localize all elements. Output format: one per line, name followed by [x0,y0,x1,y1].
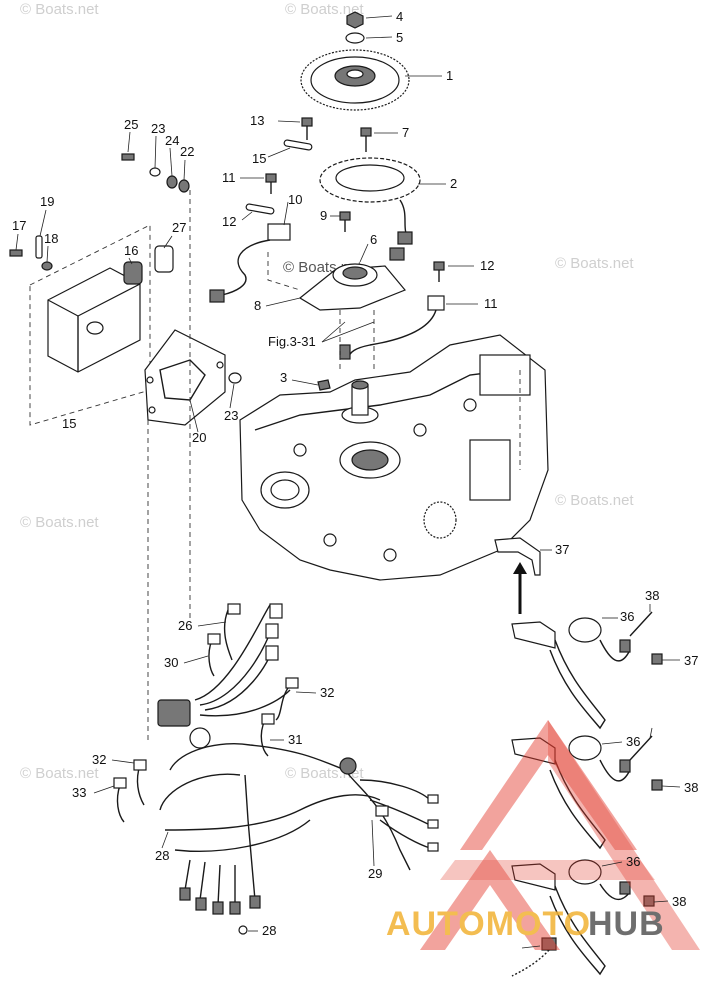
callout-label: 12 [480,258,494,273]
watermark: © Boats.net [20,765,99,782]
callout-label: 2 [450,176,457,191]
callout-label: 5 [396,30,403,45]
callout-label: 25 [124,117,138,132]
callout-label: 1 [446,68,453,83]
watermark: © Boats.net [555,492,634,509]
callout-label: 7 [402,125,409,140]
washer-part [41,261,53,271]
stator-part [319,157,421,261]
callout-label: 26 [178,618,192,633]
callout-label: 37 [684,653,698,668]
lead-wire-part [339,295,445,360]
washer-part [228,372,242,384]
watermark: © Boats.net [285,1,364,18]
base-plate-part [298,263,406,311]
callout-label: 33 [72,785,86,800]
figure-ref: Fig.3-31 [268,334,316,349]
key-part [317,379,331,391]
callout-label: 20 [192,430,206,445]
callout-label: 6 [370,232,377,247]
callout-label: 15 [252,151,266,166]
bolt-part [360,127,372,137]
callout-label: 12 [222,214,236,229]
nut-part [346,11,364,29]
callout-label: 32 [320,685,334,700]
grommet-part [178,179,190,193]
bolt-part [339,211,351,221]
callouts: 4 5 1 7 2 13 15 11 10 9 12 6 12 8 11 11 … [12,9,698,949]
callout-label: 38 [672,894,686,909]
callout-label: 30 [164,655,178,670]
callout-label: 13 [250,113,264,128]
damper-part [154,245,174,273]
brand-logo: AUTOMOTO HUB [386,720,700,950]
callout-label: 11 [484,296,498,311]
watermark: © Boats.net [20,1,99,18]
callout-label: 28 [262,923,276,938]
callout-label: 32 [92,752,106,767]
engine-block [239,334,549,581]
watermark: © Boats.net [20,514,99,531]
plug-cap-part [494,537,541,576]
callout-label: 18 [44,231,58,246]
ignition-coils [494,537,663,977]
connector-covers [113,603,389,823]
clip-part [238,925,248,935]
callout-label: 3 [280,370,287,385]
pulser-coil-part [209,223,291,303]
callout-label: 23 [224,408,238,423]
callout-label: 10 [288,192,302,207]
callout-label: 8 [254,298,261,313]
grommet-part [123,261,143,285]
screw-part [121,153,135,161]
callout-label: 24 [165,133,179,148]
bolts [265,117,445,282]
washer-part [345,32,365,44]
callout-label: 28 [155,848,169,863]
watermark: © Boats.net [555,255,634,272]
callout-label: 36 [620,609,634,624]
clamp-part [283,139,313,151]
cdi-unit-assembly [9,153,242,740]
flywheel-assembly [300,11,410,111]
callout-label: 36 [626,854,640,869]
screw-part [9,249,23,257]
washer-part [149,167,161,177]
callout-label: 36 [626,734,640,749]
brand-left-text: AUTOMOTO [386,905,591,943]
callout-label: 31 [288,732,302,747]
clamp-part [245,203,275,215]
callout-label: 19 [40,194,54,209]
callout-label: 38 [645,588,659,603]
callout-label: 17 [12,218,26,233]
bracket-part [144,329,226,426]
collar-part [166,175,178,189]
callout-label: 4 [396,9,403,24]
callout-label: 38 [684,780,698,795]
callout-label: 16 [124,243,138,258]
callout-label: 23 [151,121,165,136]
callout-label: 29 [368,866,382,881]
brand-right-text: HUB [588,905,665,943]
strap-part [35,235,43,259]
watermarks: © Boats.net © Boats.net © Boats.net © Bo… [20,1,634,782]
callout-label: 37 [555,542,569,557]
callout-label: 9 [320,208,327,223]
bolt-part [301,117,313,127]
callout-label: 11 [222,170,236,185]
callout-label: 15 [62,416,76,431]
callout-label: 22 [180,144,194,159]
callout-label: 27 [172,220,186,235]
bolt-part [265,173,277,183]
bolt-part [433,261,445,271]
